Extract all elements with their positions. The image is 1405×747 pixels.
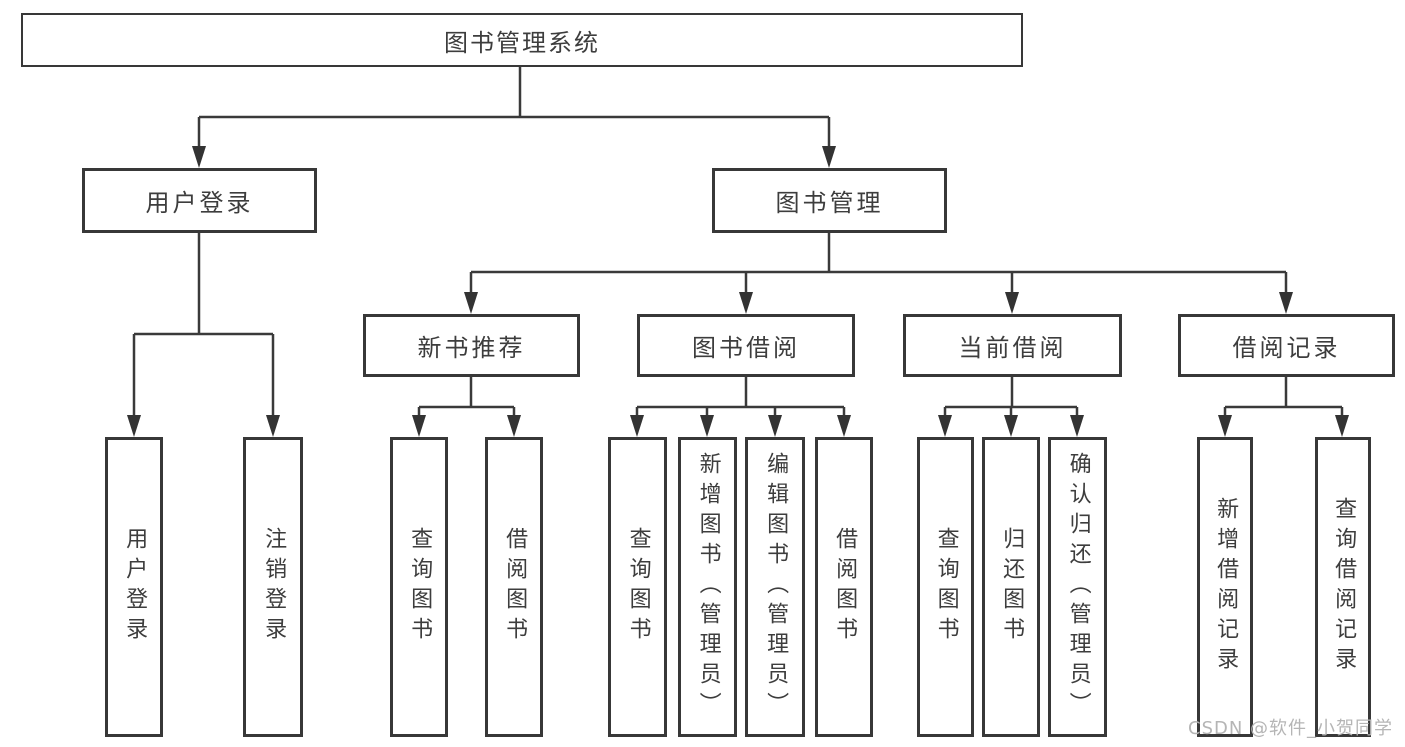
leaf-add-book-admin-label: 新增图书（管理员）	[695, 452, 721, 722]
leaf-query-book-rec: 查询图书	[390, 437, 448, 737]
connectors-new-book-rec	[412, 377, 521, 437]
leaf-borrow-book-rec: 借阅图书	[485, 437, 543, 737]
connectors-current-borrow	[938, 377, 1084, 437]
leaf-logout: 注销登录	[243, 437, 303, 737]
leaf-logout-label: 注销登录	[261, 527, 287, 647]
connectors-user-login	[127, 233, 280, 437]
leaf-query-book-rec-label: 查询图书	[407, 527, 433, 647]
leaf-add-borrow-record-label: 新增借阅记录	[1213, 497, 1239, 677]
watermark-text: CSDN @软件_小贺同学	[1188, 718, 1394, 739]
leaf-borrow-book-borrow-label: 借阅图书	[832, 527, 858, 647]
leaf-borrow-book-rec-label: 借阅图书	[502, 527, 528, 647]
node-borrow-record-label: 借阅记录	[1232, 334, 1341, 362]
node-borrow-record: 借阅记录	[1178, 314, 1395, 377]
leaf-edit-book-admin: 编辑图书（管理员）	[745, 437, 805, 737]
connectors-book-borrow	[630, 377, 851, 437]
node-user-login-label: 用户登录	[145, 189, 254, 217]
connectors-borrow-record	[1218, 377, 1349, 437]
leaf-query-borrow-record: 查询借阅记录	[1315, 437, 1371, 737]
leaf-query-book-current-label: 查询图书	[933, 527, 959, 647]
node-current-borrow: 当前借阅	[903, 314, 1122, 377]
connectors-root	[192, 66, 836, 168]
connectors-book-management	[464, 233, 1293, 314]
node-book-management: 图书管理	[712, 168, 947, 233]
leaf-user-login-label: 用户登录	[122, 527, 148, 647]
leaf-return-book-label: 归还图书	[999, 527, 1025, 647]
node-new-book-rec: 新书推荐	[363, 314, 580, 377]
node-current-borrow-label: 当前借阅	[958, 334, 1067, 362]
node-book-management-label: 图书管理	[775, 189, 884, 217]
leaf-query-book-borrow-label: 查询图书	[625, 527, 651, 647]
leaf-confirm-return-admin: 确认归还（管理员）	[1048, 437, 1107, 737]
leaf-edit-book-admin-label: 编辑图书（管理员）	[763, 452, 789, 722]
leaf-borrow-book-borrow: 借阅图书	[815, 437, 873, 737]
node-new-book-rec-label: 新书推荐	[417, 334, 526, 362]
leaf-add-book-admin: 新增图书（管理员）	[678, 437, 737, 737]
node-book-borrow: 图书借阅	[637, 314, 855, 377]
leaf-query-book-borrow: 查询图书	[608, 437, 667, 737]
leaf-return-book: 归还图书	[982, 437, 1040, 737]
leaf-user-login: 用户登录	[105, 437, 163, 737]
node-root: 图书管理系统	[21, 13, 1023, 67]
node-book-borrow-label: 图书借阅	[692, 334, 800, 362]
leaf-confirm-return-admin-label: 确认归还（管理员）	[1065, 452, 1091, 722]
node-root-label: 图书管理系统	[444, 28, 600, 57]
leaf-add-borrow-record: 新增借阅记录	[1197, 437, 1253, 737]
node-user-login: 用户登录	[82, 168, 317, 233]
leaf-query-borrow-record-label: 查询借阅记录	[1331, 497, 1357, 677]
leaf-query-book-current: 查询图书	[917, 437, 974, 737]
